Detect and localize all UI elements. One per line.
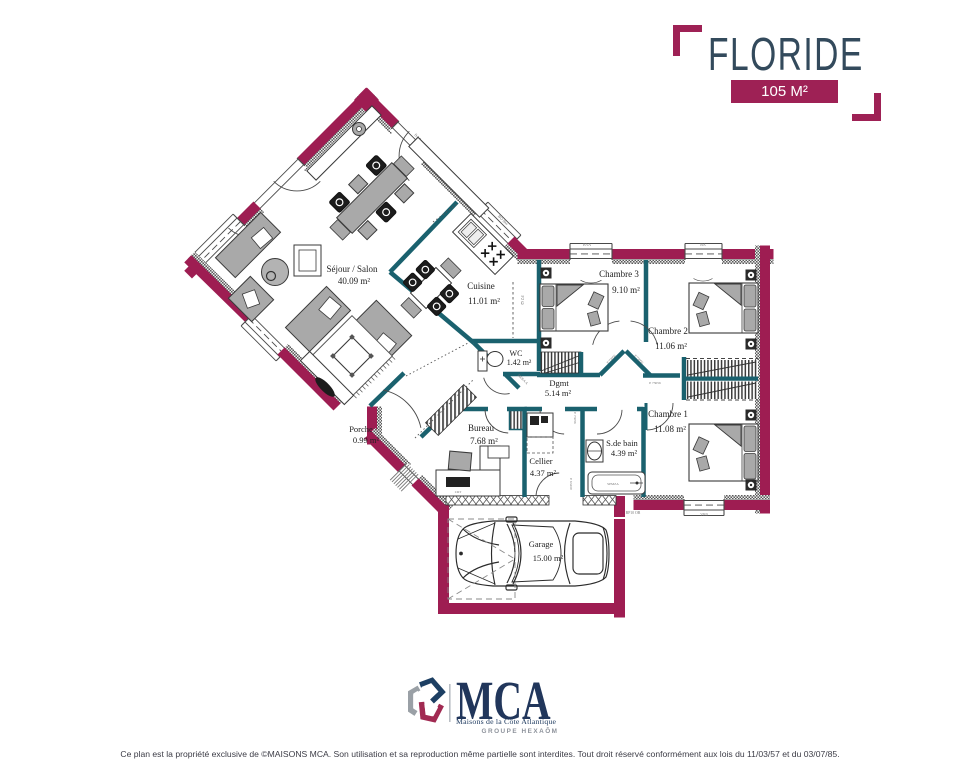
svg-text:Chambre 2: Chambre 2 xyxy=(648,326,688,336)
svg-text:BA: BA xyxy=(700,242,706,247)
svg-text:S.de bain: S.de bain xyxy=(606,438,638,448)
svg-text:5.14 m²: 5.14 m² xyxy=(545,388,572,398)
svg-text:11.06 m²: 11.06 m² xyxy=(655,341,687,351)
svg-text:Cuisine: Cuisine xyxy=(467,281,495,291)
svg-text:CRT: CRT xyxy=(455,490,462,494)
svg-text:Bureau: Bureau xyxy=(468,423,494,433)
svg-text:Garage: Garage xyxy=(529,539,554,549)
svg-text:P 73056: P 73056 xyxy=(633,354,644,365)
svg-text:Séjour / Salon: Séjour / Salon xyxy=(327,264,378,274)
svg-text:11.08 m²: 11.08 m² xyxy=(654,424,686,434)
svg-text:BP10 OB: BP10 OB xyxy=(626,511,641,515)
svg-text:0.99 m²: 0.99 m² xyxy=(353,435,380,445)
svg-text:7.68 m²: 7.68 m² xyxy=(470,436,498,446)
svg-text:40.09 m²: 40.09 m² xyxy=(338,276,371,286)
svg-text:Chambre 3: Chambre 3 xyxy=(599,269,639,279)
svg-text:P 73056: P 73056 xyxy=(649,381,661,385)
svg-text:P 73056: P 73056 xyxy=(573,412,577,424)
svg-text:Chambre 1: Chambre 1 xyxy=(648,409,688,419)
svg-text:SPMZA: SPMZA xyxy=(607,482,619,486)
svg-text:P 63208: P 63208 xyxy=(569,478,573,490)
svg-text:15.00 m²: 15.00 m² xyxy=(533,553,564,563)
svg-text:4.39 m²: 4.39 m² xyxy=(611,448,638,458)
svg-text:P 73056: P 73056 xyxy=(606,354,617,365)
svg-text:BVA: BVA xyxy=(583,242,591,247)
svg-text:Porche: Porche xyxy=(349,424,373,434)
svg-text:9.10 m²: 9.10 m² xyxy=(612,285,640,295)
svg-text:WC: WC xyxy=(510,349,523,358)
svg-text:Cellier: Cellier xyxy=(529,456,552,466)
svg-text:F2 Ω: F2 Ω xyxy=(520,295,525,305)
svg-text:4.37 m²: 4.37 m² xyxy=(530,468,557,478)
svg-text:11.01 m²: 11.01 m² xyxy=(468,296,500,306)
svg-text:1.42 m²: 1.42 m² xyxy=(507,358,532,367)
svg-text:Dgmt: Dgmt xyxy=(549,378,569,388)
svg-text:VR0: VR0 xyxy=(700,512,708,517)
